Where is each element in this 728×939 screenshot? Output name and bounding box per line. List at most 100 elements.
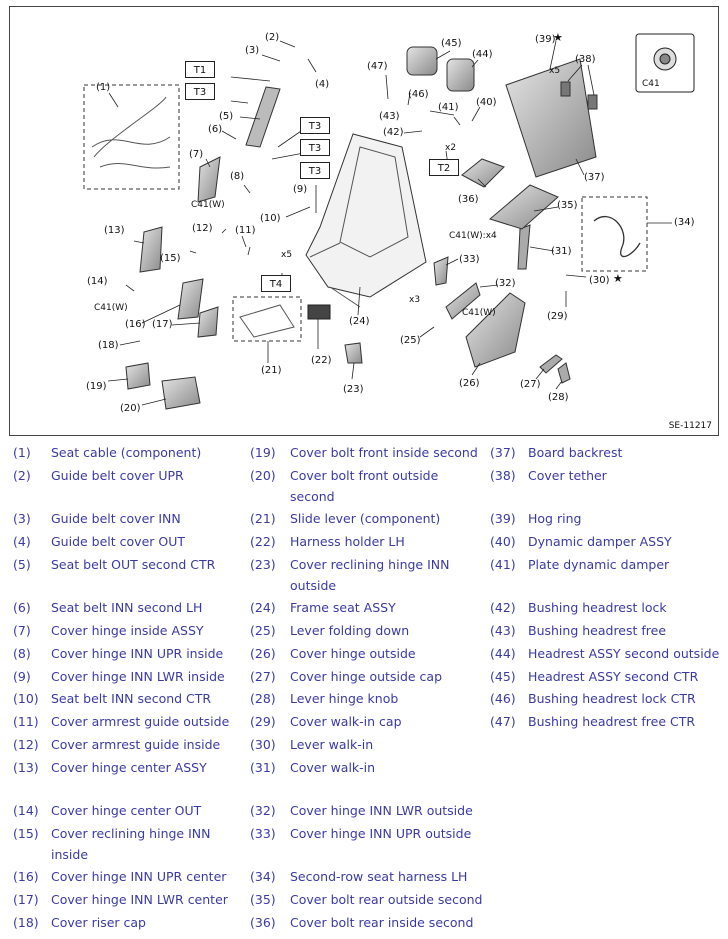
part-number: (28) [250, 691, 276, 706]
callout-16: (16) [125, 319, 146, 330]
part-number: (23) [250, 557, 276, 572]
tag-t4: T4 [261, 275, 291, 292]
part-number: (22) [250, 534, 276, 549]
tag-t1: T1 [185, 61, 215, 78]
part-name: Cover hinge INN LWR outside [290, 803, 473, 818]
part-name: Cover armrest guide inside [51, 737, 221, 752]
part-number: (5) [13, 557, 31, 572]
part-name: Cover reclining hinge INN inside [51, 826, 211, 862]
part-number: (13) [13, 760, 39, 775]
callout-34: (34) [674, 217, 695, 228]
part-name: Cover hinge INN LWR inside [51, 669, 225, 684]
part-number: (20) [250, 468, 276, 483]
note-x5-bolt: x5 [281, 250, 293, 260]
part-name: Bushing headrest lock [528, 600, 667, 615]
part-number: (35) [250, 892, 276, 907]
part-name: Cover hinge INN UPR center [51, 869, 227, 884]
callout-4: (4) [315, 79, 330, 90]
part-number: (42) [490, 600, 516, 615]
part-number: (31) [250, 760, 276, 775]
note-c41w-x4: C41(W):x4 [449, 231, 497, 241]
part-name: Cover walk-in [290, 760, 376, 775]
part-name: Frame seat ASSY [290, 600, 396, 615]
part-number: (1) [13, 445, 31, 460]
callout-39: (39) [535, 34, 556, 45]
callout-47: (47) [367, 61, 388, 72]
callout-21: (21) [261, 365, 282, 376]
note-c41w-3: C41(W) [462, 308, 496, 318]
part-number: (16) [13, 869, 39, 884]
part-number: (18) [13, 915, 39, 930]
callout-12: (12) [192, 223, 213, 234]
part-name: Plate dynamic damper [528, 557, 670, 572]
callout-44: (44) [472, 49, 493, 60]
part-name: Guide belt cover UPR [51, 468, 184, 483]
part-number: (17) [13, 892, 39, 907]
part-number: (11) [13, 714, 39, 729]
tag-t3-a: T3 [185, 83, 215, 100]
callout-2: (2) [265, 32, 280, 43]
callout-13: (13) [104, 225, 125, 236]
callout-3: (3) [245, 45, 260, 56]
diagram-drawing [83, 33, 695, 410]
part-name: Cover riser cap [51, 915, 146, 930]
callout-23: (23) [343, 384, 364, 395]
part-number: (6) [13, 600, 31, 615]
part-number: (39) [490, 511, 516, 526]
callout-30: (30) [589, 275, 610, 286]
part-name: Seat cable (component) [51, 445, 202, 460]
part-name: Guide belt cover INN [51, 511, 181, 526]
star-icon: ★ [553, 31, 563, 44]
callout-8: (8) [230, 171, 245, 182]
callout-40: (40) [476, 97, 497, 108]
callout-14: (14) [87, 276, 108, 287]
callout-31: (31) [551, 246, 572, 257]
callout-45: (45) [441, 38, 462, 49]
note-c41-inset: C41 [642, 79, 660, 89]
callout-9: (9) [293, 184, 308, 195]
callout-43: (43) [379, 111, 400, 122]
part-name: Hog ring [528, 511, 582, 526]
callout-20: (20) [120, 403, 141, 414]
part-name: Cover bolt rear inside second [290, 915, 474, 930]
part-number: (44) [490, 646, 516, 661]
callout-42: (42) [383, 127, 404, 138]
part-number: (46) [490, 691, 516, 706]
part-number: (24) [250, 600, 276, 615]
part-number: (36) [250, 915, 276, 930]
part-number: (12) [13, 737, 39, 752]
callout-28: (28) [548, 392, 569, 403]
tag-t2: T2 [429, 159, 459, 176]
diagram-code: SE-11217 [668, 421, 712, 431]
part-number: (30) [250, 737, 276, 752]
part-name: Cover bolt front inside second [290, 445, 478, 460]
tag-t3-d: T3 [300, 162, 330, 179]
note-c41w-1: C41(W) [191, 200, 225, 210]
part-number: (40) [490, 534, 516, 549]
callout-35: (35) [557, 200, 578, 211]
callout-38: (38) [575, 54, 596, 65]
part-name: Slide lever (component) [290, 511, 441, 526]
callout-33: (33) [459, 254, 480, 265]
part-number: (4) [13, 534, 31, 549]
part-name: Lever walk-in [290, 737, 374, 752]
part-number: (7) [13, 623, 31, 638]
callout-22: (22) [311, 355, 332, 366]
part-name: Seat belt OUT second CTR [51, 557, 216, 572]
callout-11: (11) [235, 225, 256, 236]
part-number: (32) [250, 803, 276, 818]
callout-27: (27) [520, 379, 541, 390]
callout-36: (36) [458, 194, 479, 205]
part-number: (45) [490, 669, 516, 684]
callout-7: (7) [189, 149, 204, 160]
callout-41: (41) [438, 102, 459, 113]
parts-legend: (1)Seat cable (component) (2)Guide belt … [13, 442, 725, 936]
part-name: Cover bolt front outside second [290, 468, 439, 504]
part-number: (38) [490, 468, 516, 483]
part-number: (37) [490, 445, 516, 460]
part-number: (43) [490, 623, 516, 638]
part-number: (27) [250, 669, 276, 684]
callout-17: (17) [152, 319, 173, 330]
part-number: (14) [13, 803, 39, 818]
part-name: Cover armrest guide outside [51, 714, 230, 729]
